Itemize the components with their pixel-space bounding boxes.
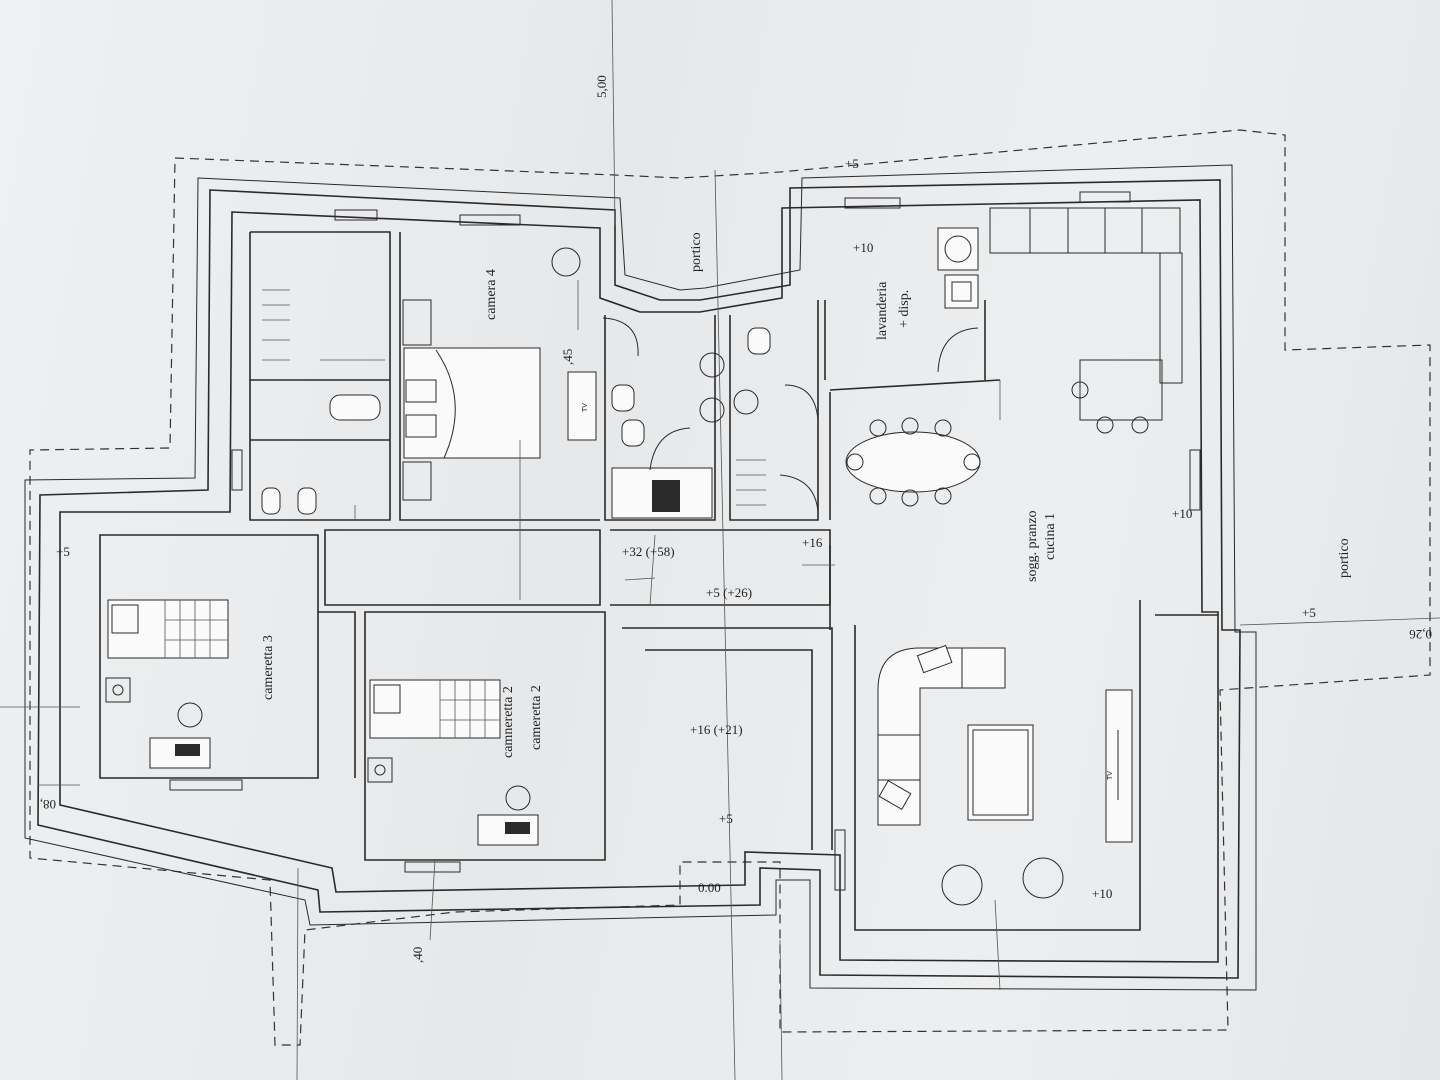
level-plus16: +16 [802,535,823,550]
room-label-cameretta-2b: camneretta 2 [501,686,516,758]
label-portico-right: portico [1337,538,1352,578]
level-plus5-top: +5 [845,156,859,171]
room-label-cameretta-3: cameretta 3 [261,635,276,700]
dimension-80: 08, [40,797,56,812]
level-plus10-lavanderia: +10 [853,240,873,255]
outer-wall-inner [59,199,1219,963]
kitchen-counter [989,207,1183,421]
room-label-cameretta-2a: cameretta 2 [529,685,544,750]
label-portico-top: portico [689,232,704,272]
level-plus16-21: +16 (+21) [690,722,743,737]
room-label-disp: + disp. [897,290,912,328]
level-plus5-26: +5 (+26) [706,585,752,600]
level-plus5-bottom: +5 [719,811,733,826]
single-bed-2 [367,679,539,846]
wardrobe-hangers [262,289,766,506]
tv-symbol-living: TV [1107,771,1114,780]
dimension-026: 0,26 [1409,627,1432,642]
dining-table [845,381,1149,507]
double-bed [402,247,597,501]
dimension-40: ,40 [410,947,425,963]
dimension-45: ,45 [560,349,575,365]
sofa [877,644,1133,906]
room-label-cucina: cucina 1 [1043,513,1058,560]
interior-walls [99,231,1218,931]
room-label-camera-4: camera 4 [484,269,499,320]
outer-wall-third [24,164,1257,991]
door-swings [602,317,979,513]
level-plus10-soggiorno: +10 [1172,506,1192,521]
room-label-lavanderia: lavanderia [875,281,890,340]
bathroom-fixtures [261,327,771,519]
single-bed-3 [105,599,229,769]
dimension-500: 5,00 [594,75,609,98]
level-plus32: +32 (+58) [622,544,675,559]
level-zero: 0.00 [698,880,721,895]
level-plus10-bottom: +10 [1092,886,1112,901]
tv-symbol-bedroom: TV [582,403,589,412]
room-label-soggiorno: sogg. pranzo [1025,510,1040,582]
laundry-appliances [937,227,979,309]
windows [169,191,1201,891]
level-plus5-left: +5 [56,544,70,559]
level-plus5-right: +5 [1302,605,1316,620]
outer-wall-outer [37,179,1241,979]
